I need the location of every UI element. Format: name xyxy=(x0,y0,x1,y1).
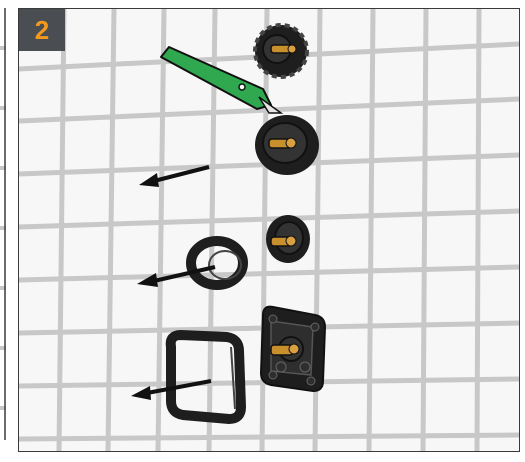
valve-stem-icon xyxy=(266,215,310,263)
instruction-step-panel: 2 xyxy=(18,8,520,452)
previous-panel-edge xyxy=(0,8,6,440)
valve-cartridge-icon xyxy=(255,115,319,175)
step-number-badge: 2 xyxy=(19,9,65,51)
escutcheon-plate-icon xyxy=(261,307,325,391)
handle-knob-icon xyxy=(255,25,307,77)
trim-sleeve-icon xyxy=(191,241,243,285)
square-trim-ring-icon xyxy=(171,335,241,419)
illustration xyxy=(19,9,519,451)
